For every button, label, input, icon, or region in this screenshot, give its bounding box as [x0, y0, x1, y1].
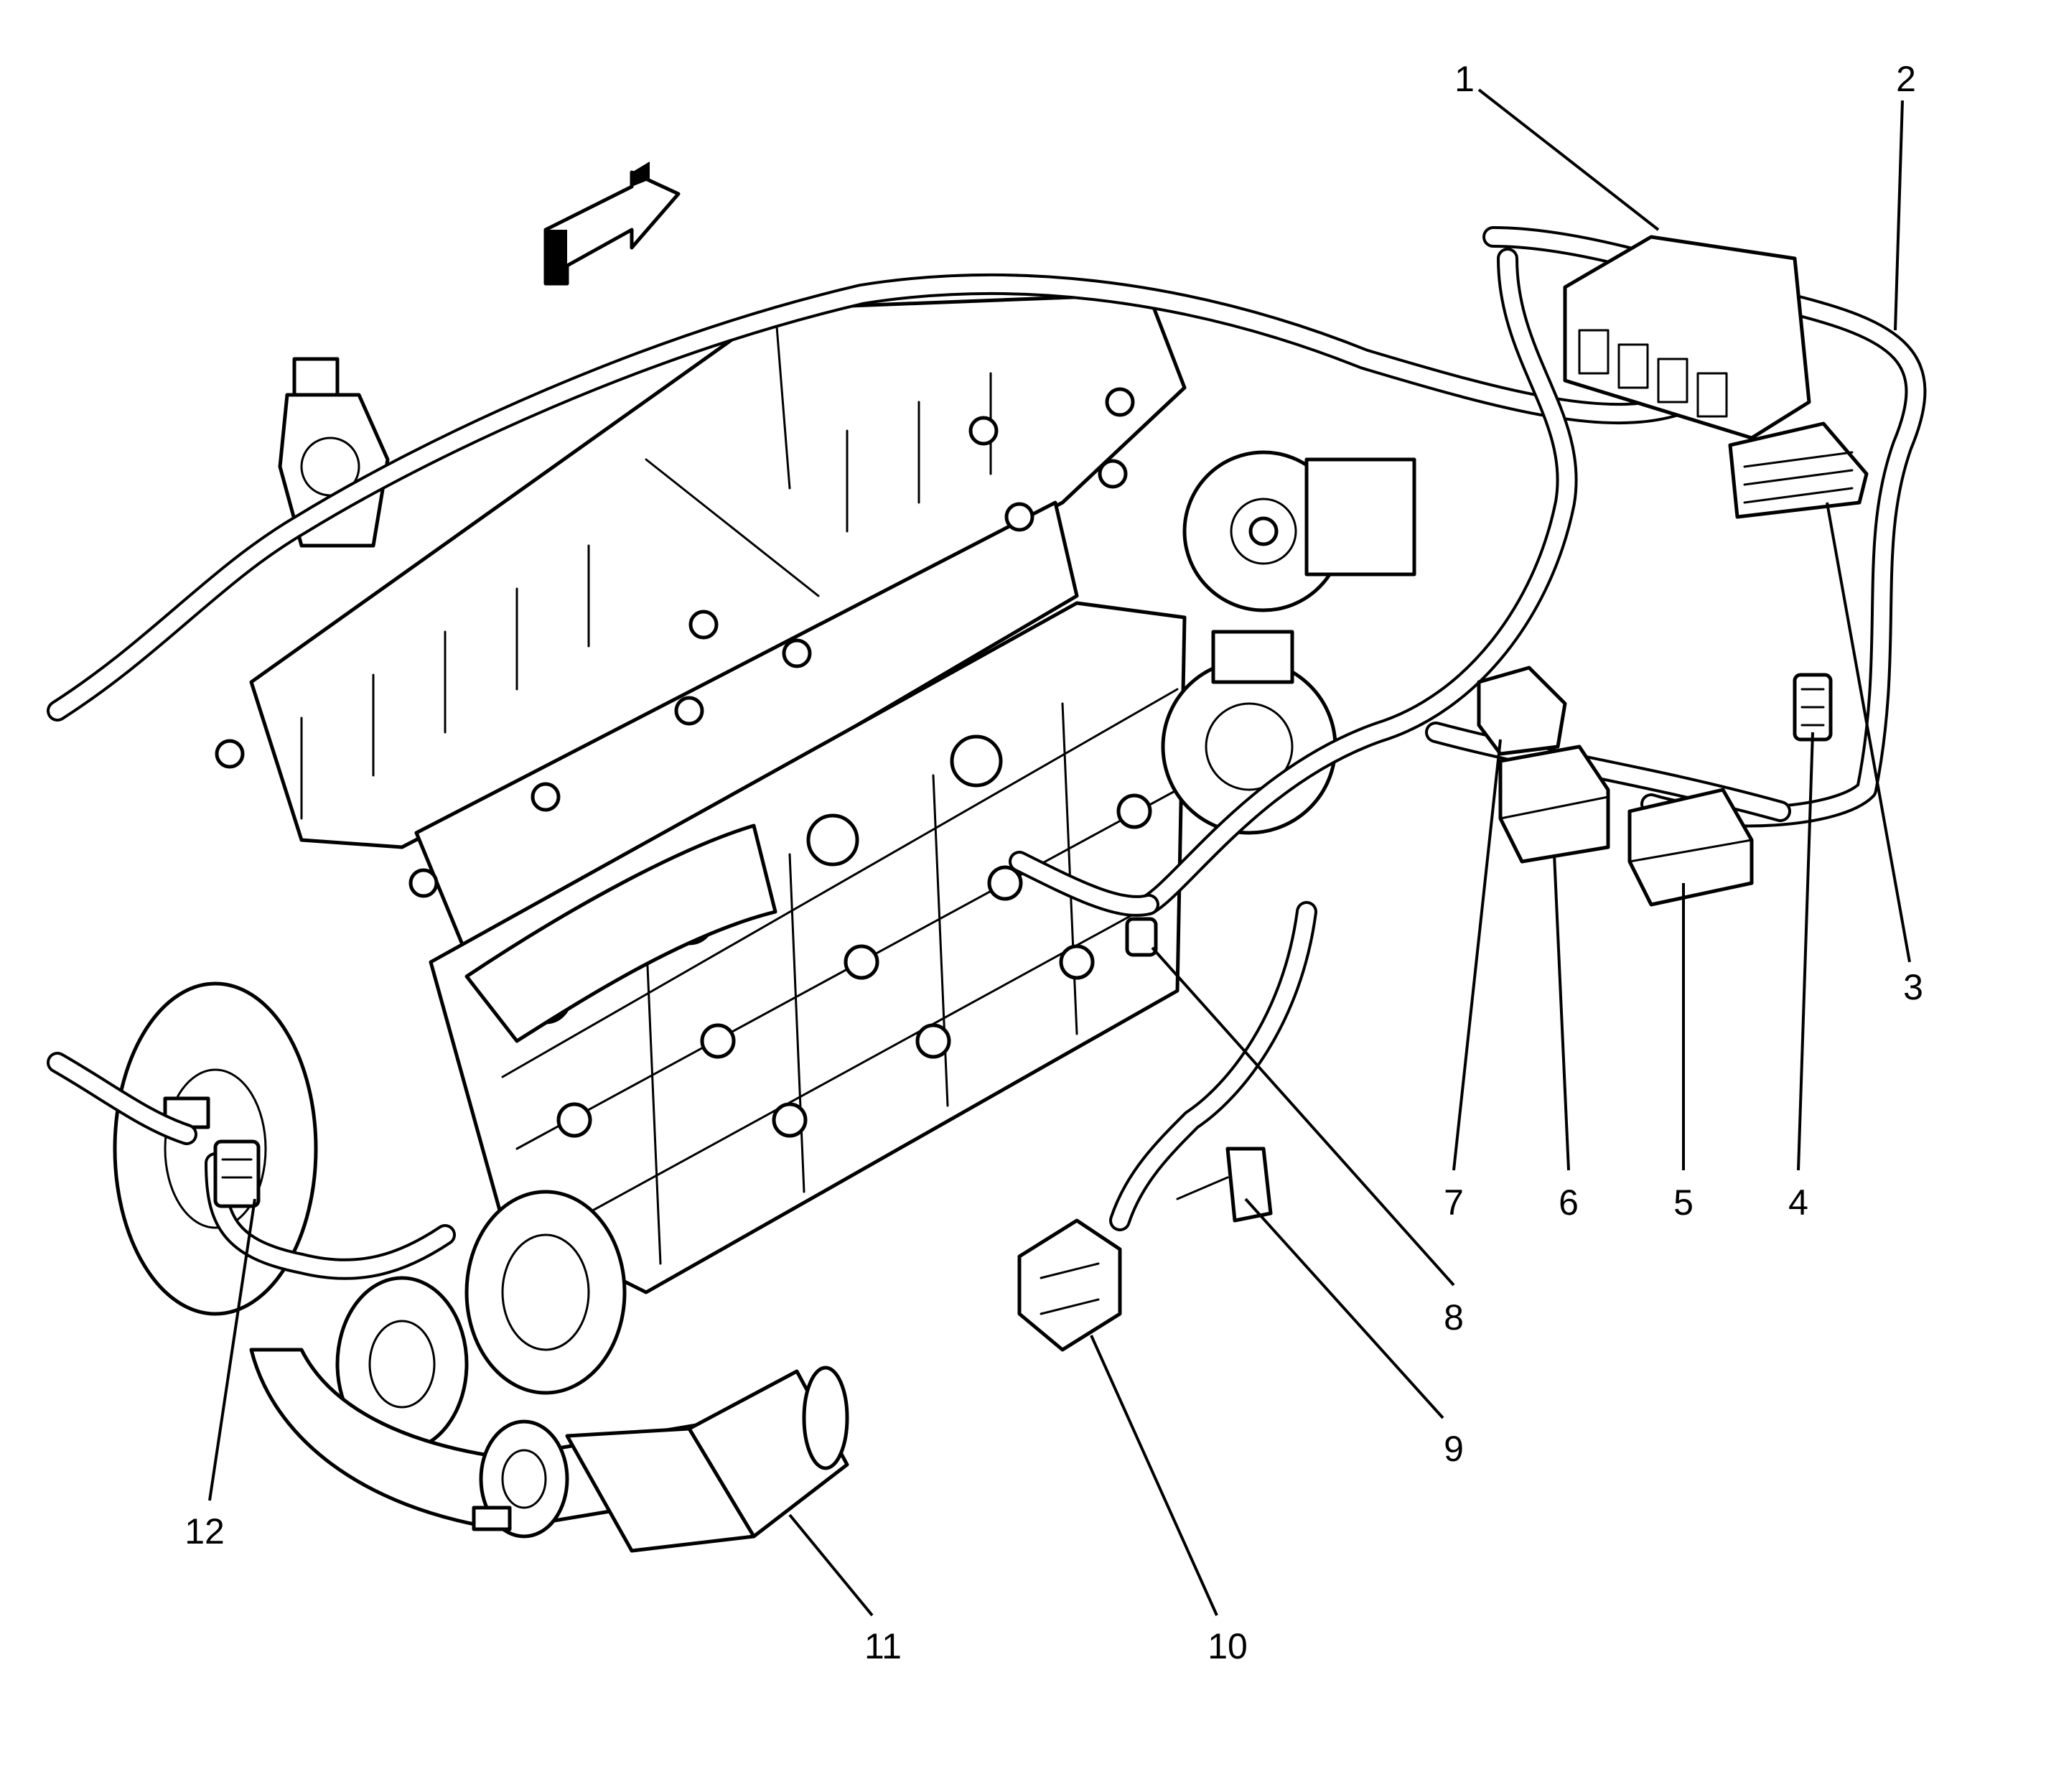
- callout-11: 11: [864, 1626, 902, 1666]
- connector-7: [1477, 666, 1567, 756]
- relay-5: [1627, 788, 1754, 907]
- callout-2: 2: [1896, 59, 1916, 99]
- callout-6: 6: [1559, 1182, 1579, 1223]
- engine-block: [113, 292, 1416, 1553]
- connector-4: [1793, 673, 1833, 742]
- connector-12: [213, 1139, 261, 1208]
- ground-8: [1125, 917, 1158, 957]
- callout-7: 7: [1444, 1182, 1464, 1223]
- callout-3: 3: [1903, 967, 1923, 1007]
- callout-labels: 1 2 3 4 5 6 7 8 9 10 11 12: [184, 59, 1923, 1666]
- connector-9: [1176, 1147, 1273, 1223]
- fuse-block-6: [1498, 745, 1610, 864]
- throttle-body: [278, 357, 390, 548]
- starter-motor: [472, 1366, 849, 1553]
- callout-8: 8: [1444, 1297, 1464, 1338]
- callout-4: 4: [1788, 1182, 1808, 1223]
- relay-10: [1017, 1218, 1122, 1352]
- forward-arrow-icon: [543, 162, 681, 286]
- ecm-connector: [1728, 421, 1869, 519]
- callout-10: 10: [1207, 1626, 1248, 1666]
- callout-1: 1: [1454, 59, 1475, 99]
- callout-9: 9: [1444, 1429, 1464, 1469]
- ecm-module: [1563, 235, 1811, 440]
- leader-lines: [208, 88, 1911, 1617]
- callout-5: 5: [1673, 1182, 1694, 1223]
- ac-compressor: [1182, 450, 1416, 612]
- callout-12: 12: [184, 1511, 225, 1551]
